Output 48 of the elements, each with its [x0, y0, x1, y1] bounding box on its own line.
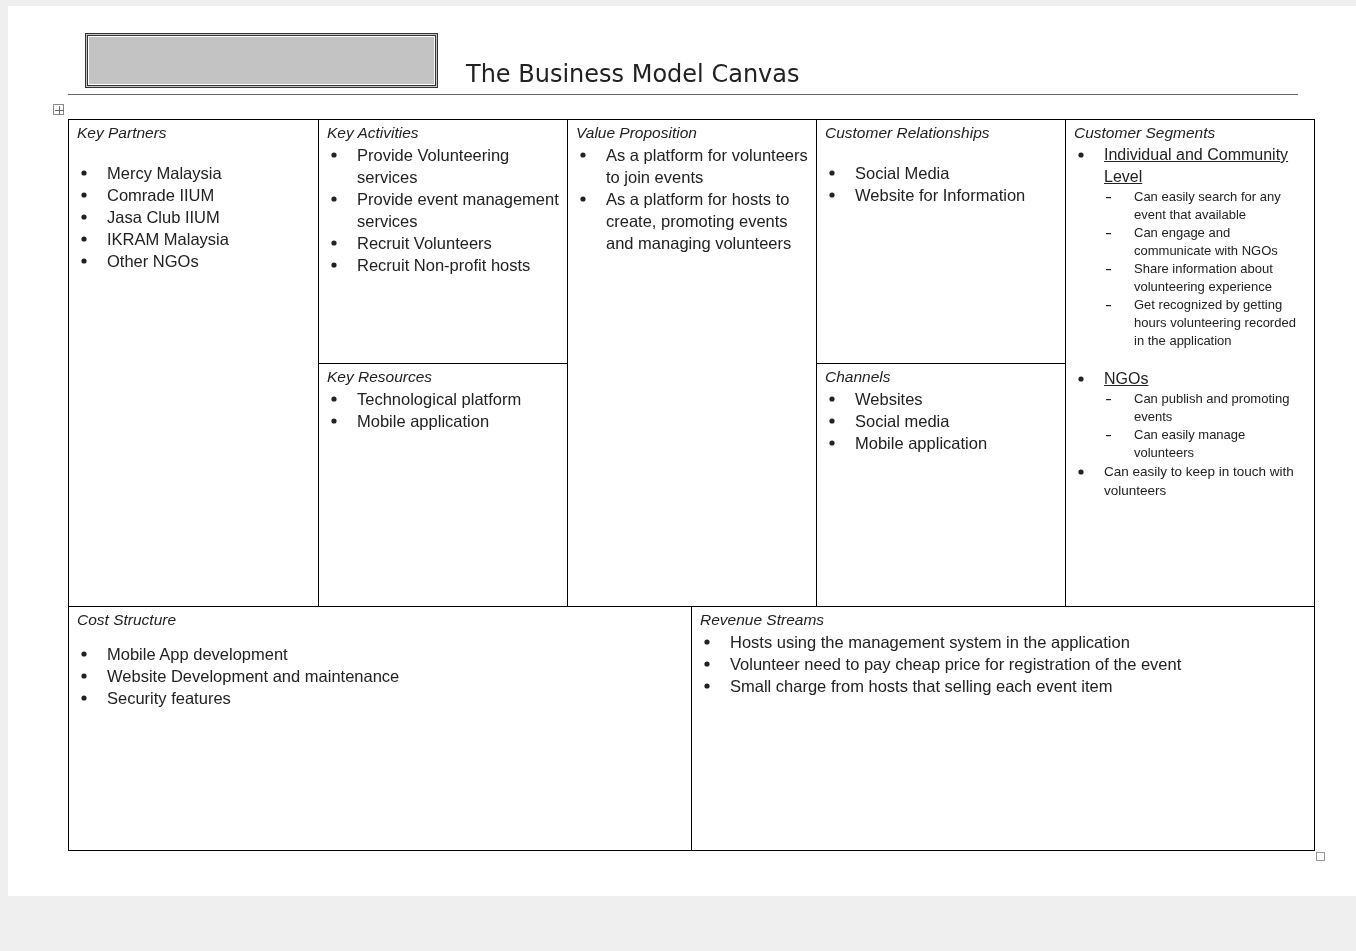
bullet-item: Mobile application: [357, 410, 559, 432]
bullet-item: Jasa Club IIUM: [107, 206, 310, 228]
canvas-section: [68, 606, 692, 851]
bullet-item: Provide event management services: [357, 188, 559, 232]
bullet-item: IKRAM Malaysia: [107, 228, 310, 250]
canvas-section: [691, 606, 1315, 851]
section-heading: Cost Structure: [77, 611, 178, 629]
bullet-item: Volunteer need to pay cheap price for registration of the event: [730, 653, 1306, 675]
section-heading: Channels: [825, 368, 892, 386]
bullet-item: Other NGOs: [107, 250, 310, 272]
bullet-item: As a platform for volunteers to join events: [606, 144, 808, 188]
sub-item: Can easily manage volunteers: [1134, 426, 1306, 462]
section-heading: Key Partners: [77, 124, 168, 142]
header-box: [85, 33, 438, 88]
canvas-section: [68, 119, 319, 607]
bullet-item: Mobile App development: [107, 643, 683, 665]
bullet-item: Websites: [855, 388, 1057, 410]
sub-item: Share information about volunteering experience: [1134, 260, 1306, 296]
bullet-item: Comrade IIUM: [107, 184, 310, 206]
bullet-item: Website Development and maintenance: [107, 665, 683, 687]
bullet-item: Can easily to keep in touch with volunteers: [1104, 462, 1306, 500]
page-title: The Business Model Canvas: [466, 60, 800, 88]
bullet-item: Provide Volunteering services: [357, 144, 559, 188]
section-heading: Value Proposition: [576, 124, 698, 142]
bullet-item: Social media: [855, 410, 1057, 432]
canvas-section: [1065, 119, 1315, 607]
bullet-item: Mercy Malaysia: [107, 162, 310, 184]
section-heading: Key Activities: [327, 124, 420, 142]
sub-item: Can easily search for any event that available: [1134, 188, 1306, 224]
section-heading: Key Resources: [327, 368, 434, 386]
sub-item: Can publish and promoting events: [1134, 390, 1306, 426]
bullet-item: Individual and Community Level: [1104, 144, 1306, 188]
bullet-item: Hosts using the management system in the application: [730, 631, 1306, 653]
section-heading: Customer Relationships: [825, 124, 991, 142]
section-heading: Revenue Streams: [700, 611, 826, 629]
bullet-item: As a platform for hosts to create, promoting events and managing volunteers: [606, 188, 808, 254]
bullet-item: Recruit Volunteers: [357, 232, 559, 254]
bullet-item: Social Media: [855, 162, 1057, 184]
bullet-item: Small charge from hosts that selling each event item: [730, 675, 1306, 697]
section-heading: Customer Segments: [1074, 124, 1217, 142]
bullet-item: Website for Information: [855, 184, 1057, 206]
bullet-item: NGOs: [1104, 368, 1306, 390]
sub-item: Can engage and communicate with NGOs: [1134, 224, 1306, 260]
sub-item: Get recognized by getting hours volunteering recorded in the application: [1134, 296, 1306, 350]
bullet-item: Recruit Non-profit hosts: [357, 254, 559, 276]
bullet-item: Technological platform: [357, 388, 559, 410]
bullet-item: Mobile application: [855, 432, 1057, 454]
bullet-item: Security features: [107, 687, 683, 709]
